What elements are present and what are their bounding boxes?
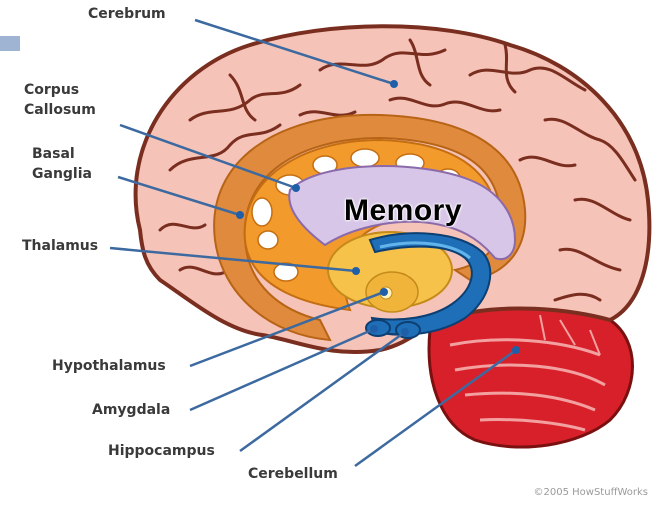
memory-overlay-text: Memory [344, 194, 462, 228]
cerebellum [429, 306, 632, 447]
label-amygdala: Amygdala [92, 402, 170, 419]
label-hypothalamus: Hypothalamus [52, 358, 166, 375]
label-hippocampus: Hippocampus [108, 443, 215, 460]
label-basal-ganglia-line2: Ganglia [32, 166, 92, 183]
label-basal-ganglia-line1: Basal [32, 146, 75, 163]
copyright-credit: ©2005 HowStuffWorks [534, 487, 648, 498]
label-cerebellum: Cerebellum [248, 466, 338, 483]
label-corpus-callosum-line1: Corpus [24, 82, 79, 99]
label-cerebrum: Cerebrum [88, 6, 166, 23]
label-corpus-callosum-line2: Callosum [24, 102, 96, 119]
label-thalamus: Thalamus [22, 238, 98, 255]
